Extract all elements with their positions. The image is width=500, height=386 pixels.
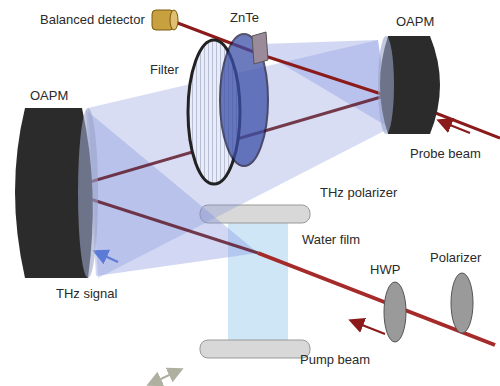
znte-crystal xyxy=(252,32,268,64)
part-label: Filter xyxy=(150,62,179,77)
polarizer-disc xyxy=(451,273,473,333)
part-label: ZnTe xyxy=(230,10,259,25)
half-wave-plate xyxy=(384,282,406,342)
part-label: HWP xyxy=(370,262,400,277)
part-label: Water film xyxy=(302,232,360,247)
nozzle-bar xyxy=(200,340,310,358)
part-label: Polarizer xyxy=(430,250,481,265)
thz-cone xyxy=(262,40,390,128)
part-label: Balanced detector xyxy=(40,12,145,27)
part-label: Probe beam xyxy=(410,146,481,161)
part-label: THz signal xyxy=(56,286,117,301)
part-label: Pump beam xyxy=(300,352,370,367)
part-label: THz polarizer xyxy=(320,185,397,200)
part-label: OAPM xyxy=(30,88,68,103)
pump-beam xyxy=(258,253,495,345)
part-label: OAPM xyxy=(396,14,434,29)
